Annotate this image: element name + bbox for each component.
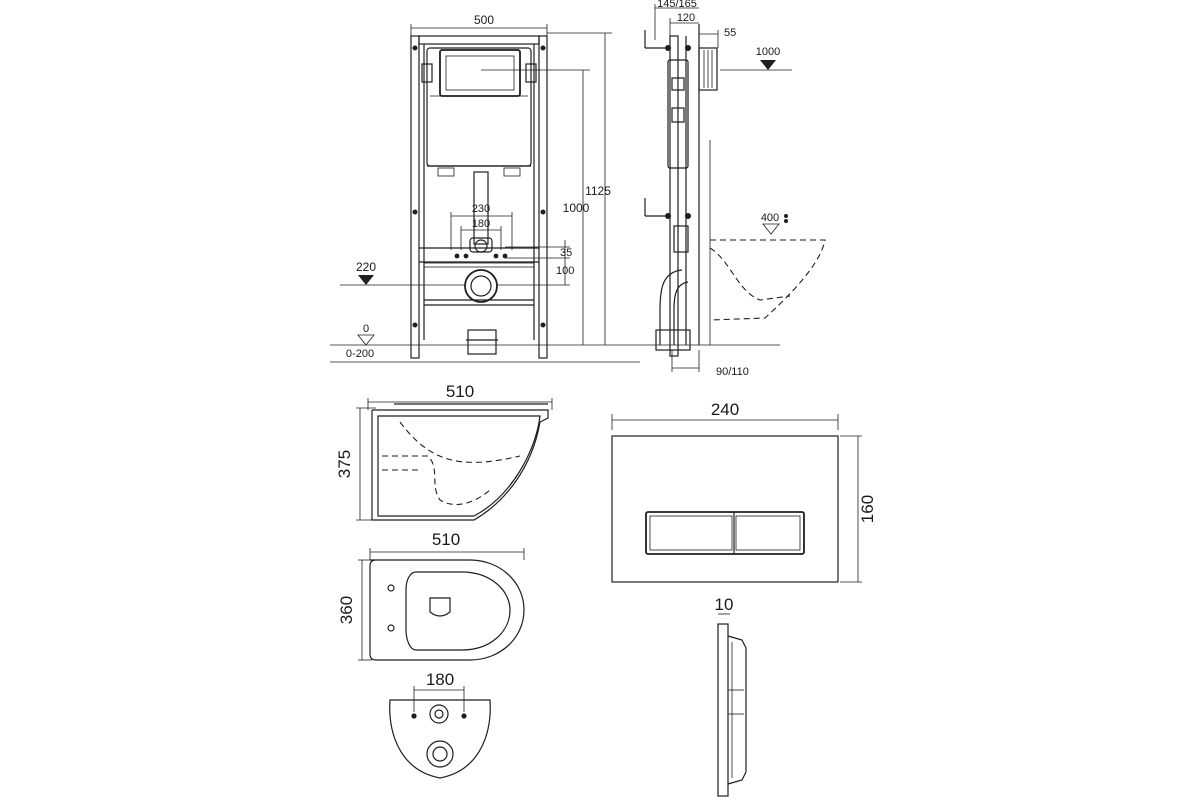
level-1000: 1000 <box>756 46 780 58</box>
dim-pipe-spacing-outer: 230 <box>472 203 490 215</box>
dim-bowl-rear-spacing: 180 <box>426 670 454 689</box>
bowl-top-view: 510 360 <box>337 530 525 661</box>
dim-front-height-inner: 1000 <box>563 201 590 215</box>
bowl-rear-view: 180 <box>389 670 491 779</box>
dim-front-width: 500 <box>474 13 494 27</box>
dim-35: 35 <box>560 247 572 259</box>
dim-outlet: 90/110 <box>716 366 749 378</box>
dim-side-55: 55 <box>724 27 736 39</box>
dim-plate-width: 240 <box>711 400 739 419</box>
dim-plate-thickness: 10 <box>715 595 734 614</box>
dim-bowl-width: 360 <box>337 596 356 624</box>
dim-side-depth: 145/165 <box>657 0 697 10</box>
installation-front-view: 500 1125 1000 230 180 35 100 220 0 0-200 <box>330 13 780 363</box>
dim-bowl-length-side: 510 <box>446 382 474 401</box>
bowl-side-view: 510 375 <box>335 382 553 521</box>
dim-bowl-length-top: 510 <box>432 530 460 549</box>
level-0: 0 <box>363 323 369 335</box>
dim-100: 100 <box>556 265 574 277</box>
floor-range: 0-200 <box>346 348 374 360</box>
dim-side-120: 120 <box>677 12 695 24</box>
dim-plate-height: 160 <box>858 495 877 523</box>
flush-plate-front: 240 160 <box>611 400 877 583</box>
flush-plate-side: 10 <box>715 595 747 797</box>
dim-front-height-outer: 1125 <box>585 184 611 198</box>
level-400: 400 <box>761 212 779 224</box>
dim-bowl-height: 375 <box>335 450 354 478</box>
dim-pipe-spacing-inner: 180 <box>472 218 490 230</box>
installation-side-view: 145/165 120 55 1000 400 90/110 <box>644 0 826 378</box>
level-220: 220 <box>356 260 376 274</box>
